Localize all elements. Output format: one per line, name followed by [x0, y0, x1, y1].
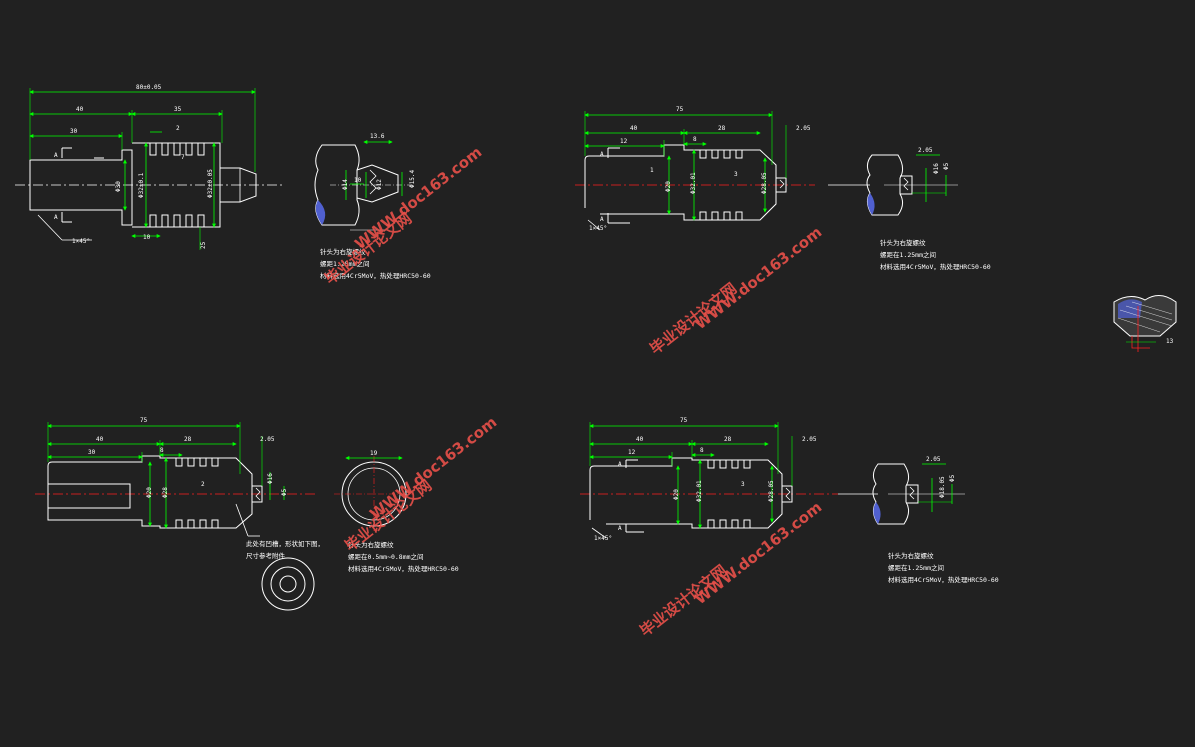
dim-2-05: 2.05: [260, 436, 275, 443]
drawing-3-end-view: 19 针头为右旋螺纹 螺距在0.5mm~0.8mm之间 材料选用4Cr5MoV，…: [334, 450, 459, 573]
side-detail-dim: 13: [1166, 338, 1174, 345]
end-view-dim: 19: [370, 450, 378, 457]
dim-7: 7: [181, 154, 185, 161]
dim-2-05: 2.05: [796, 125, 811, 132]
section-label-bottom: A: [54, 214, 58, 221]
drawing-3-groove-circles: [261, 557, 315, 611]
dim-dia-b: Φ28: [162, 487, 169, 498]
watermark-cn: 毕业设计论文网: [636, 561, 730, 640]
watermark-group-2: WWW.doc163.com 毕业设计论文网: [646, 223, 825, 358]
dim-25: 25: [200, 241, 207, 249]
detail4-note-1: 针头为右旋螺纹: [888, 551, 934, 560]
dim-3: 3: [741, 481, 745, 488]
dim-10: 10: [143, 234, 151, 241]
drawing-4-shaft-d: 75 40 28 12 8 3 2.05 Φ20 Φ32.01 Φ28.05 1…: [580, 417, 878, 542]
detail1-dim-2: Φ14: [342, 179, 349, 190]
dim-2: 2: [176, 125, 180, 132]
chamfer-label: 1×45°: [589, 225, 607, 232]
dim-dia-c: Φ32±0.05: [207, 169, 214, 198]
section-label-bottom: A: [600, 216, 604, 223]
detail1-dim-3: Φ12: [376, 179, 383, 190]
detail2-dim-3: Φ5: [943, 162, 950, 170]
detail1-note-3: 材料选用4Cr5MoV，热处理HRC50-60: [320, 271, 431, 280]
dim-28: 28: [718, 125, 726, 132]
watermark-group-4: WWW.doc163.com 毕业设计论文网: [636, 498, 825, 640]
dim-dia-a: Φ20: [673, 489, 680, 500]
chamfer-label: 1×45°: [594, 535, 612, 542]
dim-28: 28: [184, 436, 192, 443]
dim-35: 35: [174, 106, 182, 113]
watermark-url: WWW.doc163.com: [691, 498, 825, 608]
dim-dia-a: Φ20: [146, 487, 153, 498]
dim-dia-c: Φ28.05: [768, 480, 775, 502]
detail2-dim-1: 2.05: [918, 147, 933, 154]
section-label-bottom: A: [618, 525, 622, 532]
watermark-url: WWW.doc163.com: [691, 223, 825, 333]
dim-dia-b: Φ32±0.1: [138, 172, 145, 198]
dim-40: 40: [76, 106, 84, 113]
detail2-note-2: 螺距在1.25mm之间: [880, 250, 936, 259]
watermark-group-3: WWW.doc163.com 毕业设计论文网: [341, 413, 500, 555]
drawing3-note-2: 螺距在0.5mm~0.8mm之间: [348, 552, 424, 561]
dim-8: 8: [693, 136, 697, 143]
detail4-dim-3: Φ5: [949, 474, 956, 482]
dim-12: 12: [628, 449, 636, 456]
drawing-2-shaft-b: 75 40 28 12 8 1 3 2.05 Φ20 Φ32.01 Φ28.05…: [575, 106, 870, 232]
detail1-note-1: 针头为右旋螺纹: [320, 247, 366, 256]
drawing-1-tip-detail: 13.6 Φ14 Φ12 10 Φ15.4 针头为右旋螺纹 螺距1.25mm之间…: [314, 133, 431, 280]
dim-40: 40: [96, 436, 104, 443]
detail1-note-2: 螺距1.25mm之间: [320, 259, 369, 268]
drawing-2-tip-detail: 2.05 Φ16 Φ5 针头为右旋螺纹 螺距在1.25mm之间 材料选用4Cr5…: [866, 147, 991, 271]
dim-dia-d: Φ5: [281, 488, 288, 496]
dim-12: 12: [620, 138, 628, 145]
dim-overall: 75: [140, 417, 148, 424]
drawing-3-shaft-c: 75 40 28 30 8 2 2.05 Φ20 Φ28 Φ16 Φ5 此处有凹…: [35, 417, 324, 560]
drawing3-note-3: 材料选用4Cr5MoV，热处理HRC50-60: [348, 564, 459, 573]
watermark-group-1: WWW.doc163.com 毕业设计论文网: [321, 143, 485, 288]
dim-3: 3: [734, 171, 738, 178]
drawing-4-tip-detail: 2.05 Φ18.05 Φ5 针头为右旋螺纹 螺距在1.25mm之间 材料选用4…: [872, 456, 999, 584]
groove-callout-1: 此处有凹槽，形状如下图，: [246, 539, 324, 548]
chamfer-label: 1×45°: [72, 238, 90, 245]
dim-overall: 80±0.05: [136, 84, 162, 91]
dim-30: 30: [70, 128, 78, 135]
dim-overall: 75: [680, 417, 688, 424]
drawing-1-shaft-a: 80±0.05 40 35 30 2 7 10 25 Φ30 Φ32±0.1 Φ…: [15, 84, 285, 250]
dim-dia-a: Φ20: [665, 181, 672, 192]
section-label-top: A: [618, 461, 622, 468]
detail2-note-3: 材料选用4Cr5MoV，热处理HRC50-60: [880, 262, 991, 271]
dim-30: 30: [88, 449, 96, 456]
dim-dia-c: Φ16: [267, 473, 274, 484]
section-label-top: A: [54, 152, 58, 159]
dim-overall: 75: [676, 106, 684, 113]
dim-1: 1: [650, 167, 654, 174]
watermark-cn: 毕业设计论文网: [646, 279, 740, 358]
dim-2: 2: [201, 481, 205, 488]
detail4-dim-1: 2.05: [926, 456, 941, 463]
groove-callout-2: 尺寸参考附件: [246, 551, 286, 560]
dim-dia-c: Φ28.05: [761, 172, 768, 194]
side-section-detail: 13: [1113, 295, 1177, 352]
detail4-note-2: 螺距在1.25mm之间: [888, 563, 944, 572]
dim-2-05: 2.05: [802, 436, 817, 443]
dim-8: 8: [160, 447, 164, 454]
detail4-dim-2: Φ18.05: [939, 476, 946, 498]
detail1-dim-4: 10: [354, 177, 362, 184]
detail1-dim-5: Φ15.4: [409, 170, 416, 188]
dim-40: 40: [636, 436, 644, 443]
dim-40: 40: [630, 125, 638, 132]
dim-dia-a: Φ30: [115, 181, 122, 192]
dim-28: 28: [724, 436, 732, 443]
detail2-dim-2: Φ16: [933, 163, 940, 174]
dim-dia-b: Φ32.01: [690, 172, 697, 194]
detail2-note-1: 针头为右旋螺纹: [880, 238, 926, 247]
section-label-top: A: [600, 151, 604, 158]
dim-dia-b: Φ32.01: [696, 480, 703, 502]
drawing3-note-1: 针头为右旋螺纹: [348, 540, 394, 549]
detail1-dim-1: 13.6: [370, 133, 385, 140]
dim-8: 8: [700, 447, 704, 454]
detail4-note-3: 材料选用4Cr5MoV，热处理HRC50-60: [888, 575, 999, 584]
